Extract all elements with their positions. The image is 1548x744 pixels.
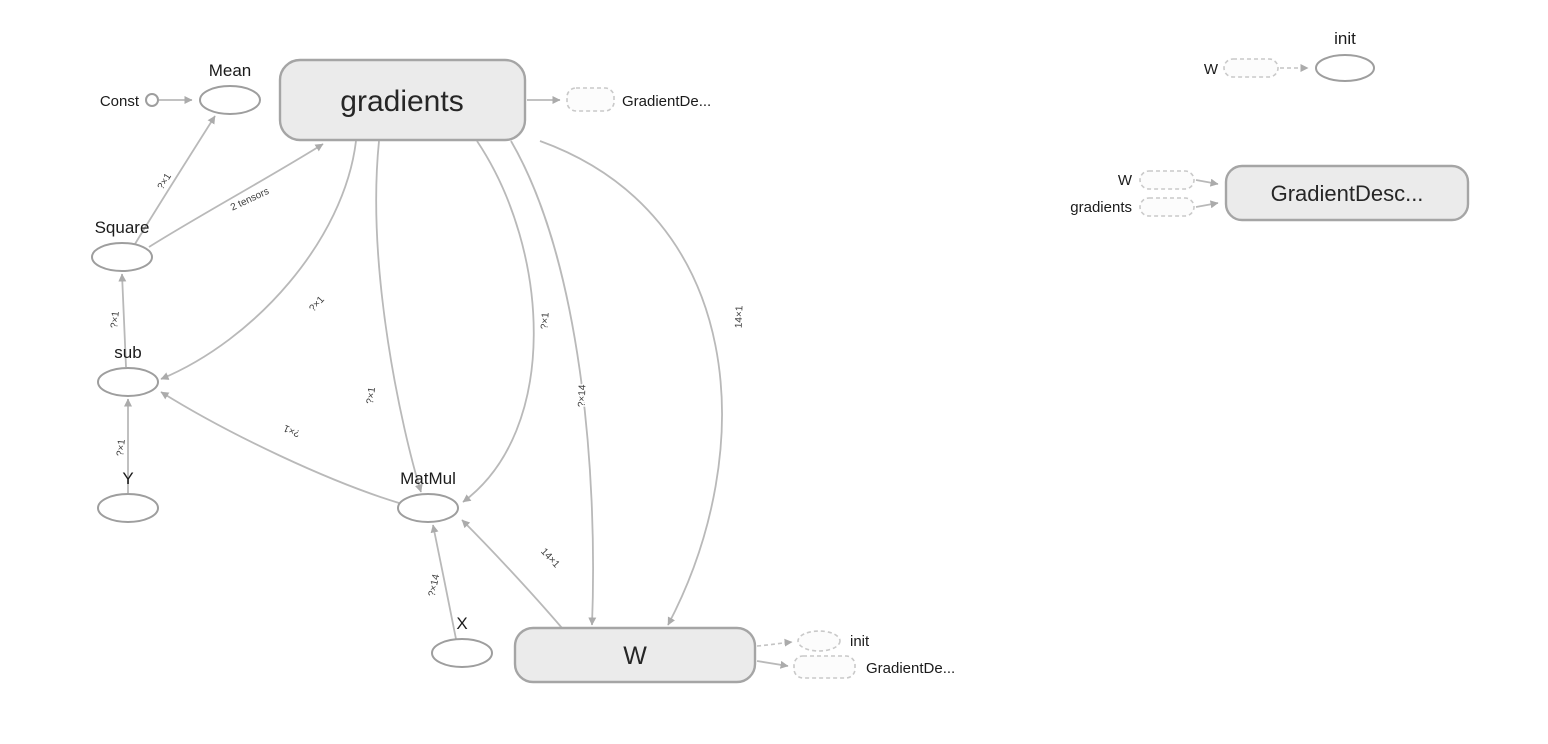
edge-gradients-to-w <box>510 140 597 626</box>
edge-label-matmul-to-sub: ?×1 <box>282 422 302 439</box>
edge-w-to-matmul <box>461 519 563 629</box>
edge-label-x-to-matmul: ?×14 <box>427 573 443 598</box>
node-const[interactable]: Const <box>100 93 159 110</box>
aux-gd-input-w-edge <box>1195 178 1219 187</box>
annotation-w-gd-edge <box>756 660 789 669</box>
edge-x-to-matmul <box>430 524 457 640</box>
edge-label-y-to-sub: ?×1 <box>115 438 128 456</box>
edge-gradients-to-matmul <box>375 140 423 493</box>
annotation-w-gd-label: GradientDe... <box>866 660 955 677</box>
node-mean[interactable]: Mean <box>199 61 261 115</box>
w-node-shape <box>513 626 757 684</box>
x-node-shape <box>431 638 493 668</box>
edge-label-square-to-mean: ?×1 <box>156 171 175 192</box>
edge-square-to-gradients <box>148 143 324 248</box>
aux-gd-input-gradients-pill[interactable] <box>1139 197 1195 217</box>
edge-square-to-mean <box>134 115 216 245</box>
annotation-w-init-shape <box>797 630 841 652</box>
node-gradients-label: gradients <box>340 85 463 118</box>
aux-gd-input-gradients-edge <box>1195 200 1219 209</box>
annotation-w-gd-shape <box>793 655 856 679</box>
node-w[interactable]: W <box>513 626 757 684</box>
edge-label-gradients-to-sub: ?×1 <box>307 294 327 314</box>
aux-init-input-w-pill[interactable] <box>1223 58 1279 78</box>
annotation-gradients-output-shape <box>566 87 615 112</box>
edge-label-gradients-to-w: ?×14 <box>577 384 589 407</box>
aux-gd-input-w-shape <box>1139 170 1195 190</box>
aux-init-group: init W <box>1204 29 1375 82</box>
node-sub-label: sub <box>114 343 141 362</box>
edge-gradients-to-sub <box>160 140 357 380</box>
aux-gd-input-w-pill[interactable] <box>1139 170 1195 190</box>
aux-init-node[interactable] <box>1315 54 1375 82</box>
matmul-node-shape <box>397 493 459 523</box>
node-mean-label: Mean <box>209 61 252 80</box>
node-x[interactable]: X <box>431 614 493 668</box>
aux-gd-input-w-label: W <box>1118 172 1133 189</box>
annotation-w-init[interactable]: init <box>756 630 870 652</box>
edge-label-sub-to-square: ?×1 <box>109 310 122 328</box>
node-square-label: Square <box>95 218 150 237</box>
node-sub[interactable]: sub <box>97 343 159 397</box>
edge-label-gradients-to-matmul-2: ?×1 <box>539 312 551 330</box>
aux-init-node-shape <box>1315 54 1375 82</box>
node-matmul-label: MatMul <box>400 469 456 488</box>
aux-gd-node-shape <box>1224 164 1470 222</box>
edge-gradients-to-matmul-2 <box>462 140 535 503</box>
node-w-label: W <box>623 642 647 670</box>
edge-matmul-to-sub <box>160 391 400 504</box>
mean-node-shape <box>199 85 261 115</box>
gradients-node-shape <box>278 58 527 142</box>
aux-init-input-w-shape <box>1223 58 1279 78</box>
node-y-label: Y <box>122 469 133 488</box>
aux-gd-input-gradients-shape <box>1139 197 1195 217</box>
const-node-shape <box>145 93 159 107</box>
edge-gradients-to-w-2 <box>539 140 723 626</box>
y-node-shape <box>97 493 159 523</box>
node-x-label: X <box>456 614 467 633</box>
aux-gd-node-label: GradientDesc... <box>1271 181 1424 206</box>
edge-label-square-to-gradients: 2 tensors <box>229 186 271 213</box>
annotation-gradients-output[interactable]: GradientDe... <box>527 87 711 112</box>
annotation-w-gd[interactable]: GradientDe... <box>756 655 955 679</box>
sub-node-shape <box>97 367 159 397</box>
annotation-gradients-output-label: GradientDe... <box>622 93 711 110</box>
annotation-w-init-label: init <box>850 633 870 650</box>
edge-label-gradients-to-w-2: 14×1 <box>734 305 746 328</box>
node-square[interactable]: Square <box>91 218 153 272</box>
node-gradients[interactable]: gradients <box>278 58 527 142</box>
aux-init-input-w-label: W <box>1204 61 1219 78</box>
node-const-label: Const <box>100 93 140 110</box>
aux-gd-input-gradients-label: gradients <box>1070 199 1132 216</box>
aux-gd-node[interactable]: GradientDesc... <box>1224 164 1470 222</box>
node-y[interactable]: Y <box>97 469 159 523</box>
edge-label-gradients-to-matmul: ?×1 <box>365 386 378 405</box>
edge-label-w-to-matmul: 14×1 <box>538 546 562 570</box>
edge-sub-to-square <box>118 273 127 368</box>
square-node-shape <box>91 242 153 272</box>
annotation-w-init-edge <box>756 638 793 647</box>
node-matmul[interactable]: MatMul <box>397 469 459 523</box>
aux-gd-group: GradientDesc... W gradients <box>1070 164 1470 222</box>
aux-init-node-label: init <box>1334 29 1356 48</box>
